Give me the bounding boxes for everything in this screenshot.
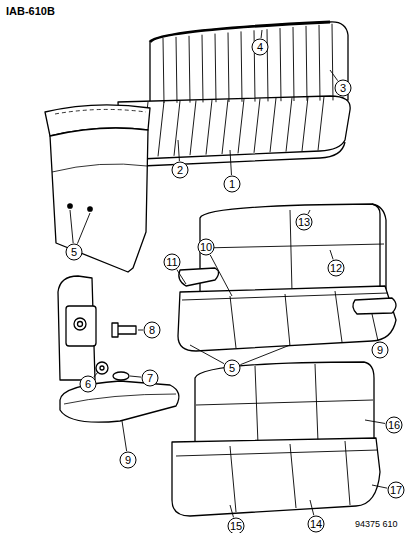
leader-line: [130, 376, 141, 377]
leader-line: [178, 140, 179, 161]
callout-circle: [224, 176, 240, 192]
leader-line: [310, 500, 314, 515]
callout-number: 16: [388, 420, 400, 431]
callout-circle: [296, 214, 312, 230]
callout-number: 1: [229, 179, 235, 190]
hinge-plate: [66, 306, 96, 346]
callout-number: 5: [229, 363, 235, 374]
callout-number: 9: [125, 455, 131, 466]
leader-line: [230, 150, 231, 175]
leader-line: [77, 213, 90, 244]
seat-frame: [58, 276, 95, 380]
leader-line: [261, 30, 263, 38]
callout-number: 14: [310, 519, 322, 530]
callout-circle: [198, 239, 214, 255]
seat-cushion: [172, 438, 380, 516]
leader-line: [308, 210, 310, 214]
callout-number: 9: [377, 345, 383, 356]
callout-number: 15: [230, 521, 242, 532]
callout-circle: [164, 254, 180, 270]
callout-circle: [142, 370, 158, 386]
seat-cushion: [118, 96, 350, 159]
callout-circle: [388, 482, 404, 498]
leader-line: [94, 372, 98, 377]
side-panel: [50, 128, 148, 272]
armrest: [353, 298, 396, 314]
callout-number: 11: [166, 257, 177, 268]
seat-back: [195, 362, 374, 446]
callout-circle: [80, 376, 96, 392]
figure-code: IAB-610B: [6, 6, 55, 17]
callout-circle: [120, 452, 136, 468]
leader-line: [330, 250, 333, 259]
seat-back: [150, 22, 348, 105]
callout-number: 5: [71, 247, 77, 258]
leader-line: [372, 314, 378, 341]
callout-number: 3: [340, 83, 346, 94]
leader-line: [177, 270, 186, 284]
callout-circle: [386, 417, 402, 433]
callout-number: 13: [298, 217, 310, 228]
drawing-number: 94375 610: [355, 520, 398, 529]
callout-number: 7: [147, 373, 153, 384]
armrest: [179, 268, 219, 286]
leader-line: [230, 505, 234, 517]
callout-circle: [228, 518, 244, 533]
callout-circle: [335, 80, 351, 96]
leader-line: [330, 70, 338, 81]
leader-line: [210, 255, 232, 296]
callout-circle: [66, 244, 82, 260]
bolt: [112, 323, 136, 337]
leader-line: [365, 420, 385, 423]
callout-circle: [372, 342, 388, 358]
callout-circle: [144, 322, 160, 338]
callout-number: 17: [390, 485, 402, 496]
callout-number: 4: [257, 42, 263, 53]
callout-circle: [224, 360, 240, 376]
callout-number: 2: [177, 165, 183, 176]
leader-line: [70, 210, 73, 243]
leader-line: [372, 485, 387, 488]
armrest: [60, 381, 179, 422]
seat-cushion: [178, 286, 396, 351]
callout-circle: [308, 516, 324, 532]
callout-circle: [328, 260, 344, 276]
leader-line: [190, 345, 224, 364]
callout-circle: [172, 162, 188, 178]
callout-number: 12: [330, 263, 342, 274]
leader-line: [138, 330, 143, 331]
washer: [113, 372, 129, 380]
callout-number: 8: [149, 325, 155, 336]
seat-back: [200, 204, 386, 295]
leader-line: [240, 345, 290, 365]
callout-circle: [252, 39, 268, 55]
callout-number: 10: [200, 242, 212, 253]
callout-number: 6: [85, 379, 91, 390]
leader-line: [122, 421, 127, 451]
